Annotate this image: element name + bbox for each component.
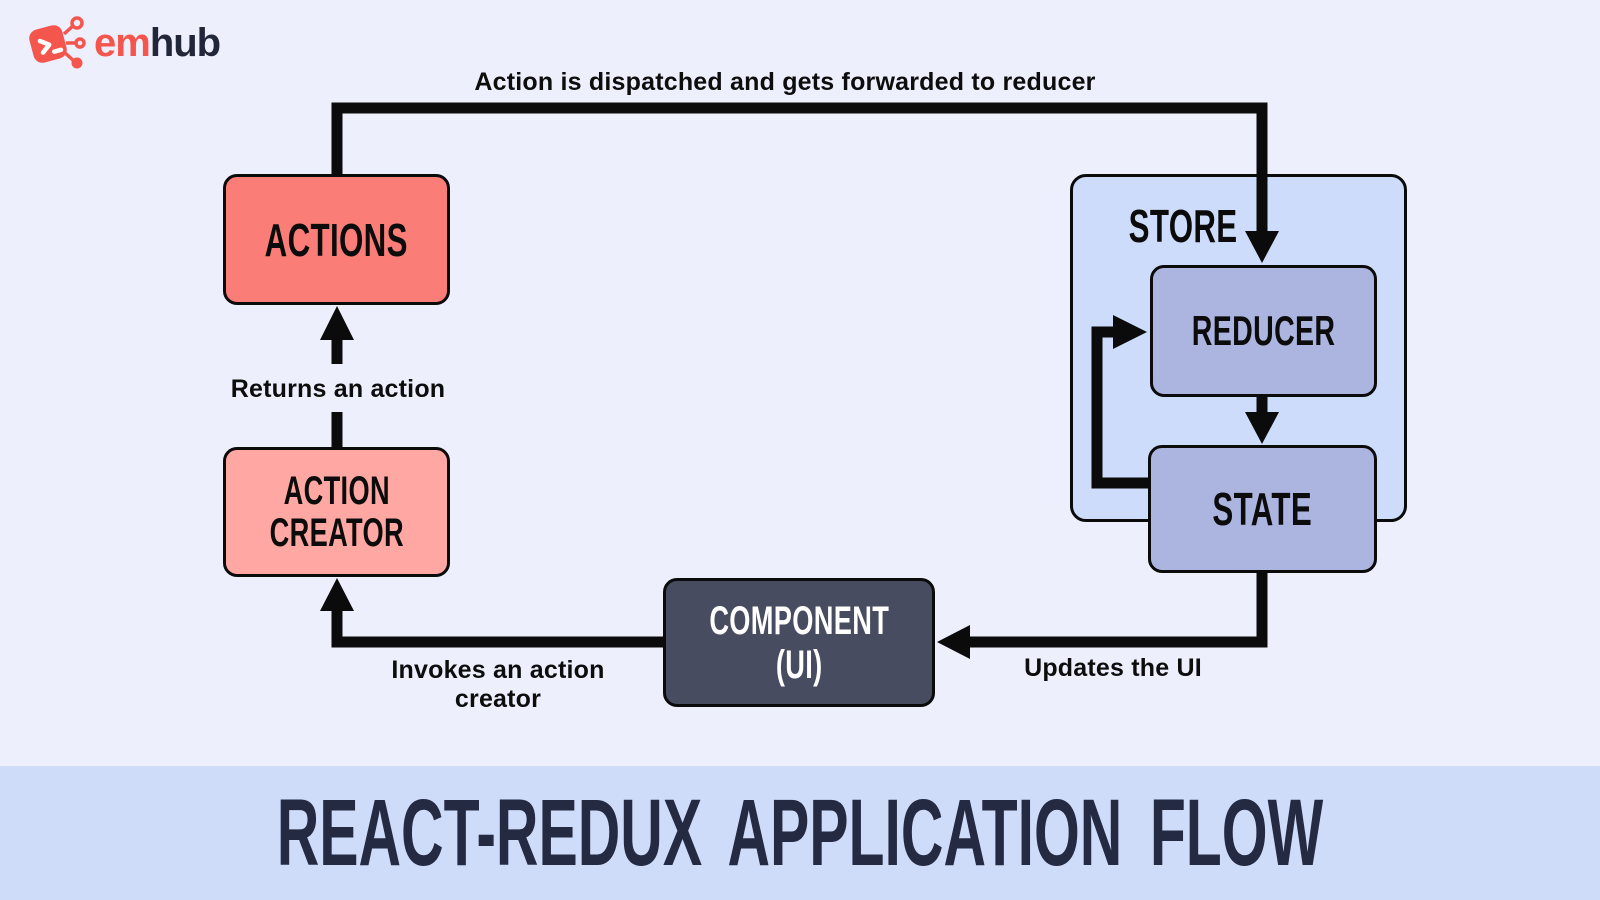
- actions-node: ACTIONS: [223, 174, 450, 305]
- action-creator-label: ACTION CREATOR: [269, 469, 404, 555]
- emhub-logo: emhub: [22, 14, 221, 72]
- arrow-invokes: [331, 610, 663, 648]
- arrow-updates: [969, 570, 1268, 648]
- title-banner: REACT-REDUX APPLICATION FLOW: [0, 766, 1600, 900]
- logo-text-em: em: [94, 21, 151, 65]
- reducer-label: REDUCER: [1191, 307, 1336, 354]
- arrowhead-invokes: [320, 578, 354, 611]
- emhub-wordmark: emhub: [94, 21, 221, 65]
- emhub-logo-icon: [29, 16, 86, 69]
- store-label: STORE: [1128, 200, 1238, 252]
- state-label: STATE: [1212, 483, 1313, 535]
- action-creator-node: ACTION CREATOR: [223, 447, 450, 577]
- arrowhead-returns: [320, 306, 354, 340]
- component-ui-label: COMPONENT (UI): [709, 598, 889, 687]
- page-title: REACT-REDUX APPLICATION FLOW: [276, 779, 1324, 886]
- returns-edge-label: Returns an action: [188, 375, 488, 404]
- state-node: STATE: [1148, 445, 1377, 573]
- logo-text-hub: hub: [149, 21, 221, 65]
- dispatch-edge-label: Action is dispatched and gets forwarded …: [474, 68, 1096, 96]
- reducer-node: REDUCER: [1150, 265, 1377, 397]
- component-ui-node: COMPONENT (UI): [663, 578, 935, 707]
- actions-label: ACTIONS: [264, 213, 409, 266]
- invokes-edge-label: Invokes an action creator: [391, 656, 605, 713]
- updates-edge-label: Updates the UI: [1024, 654, 1202, 682]
